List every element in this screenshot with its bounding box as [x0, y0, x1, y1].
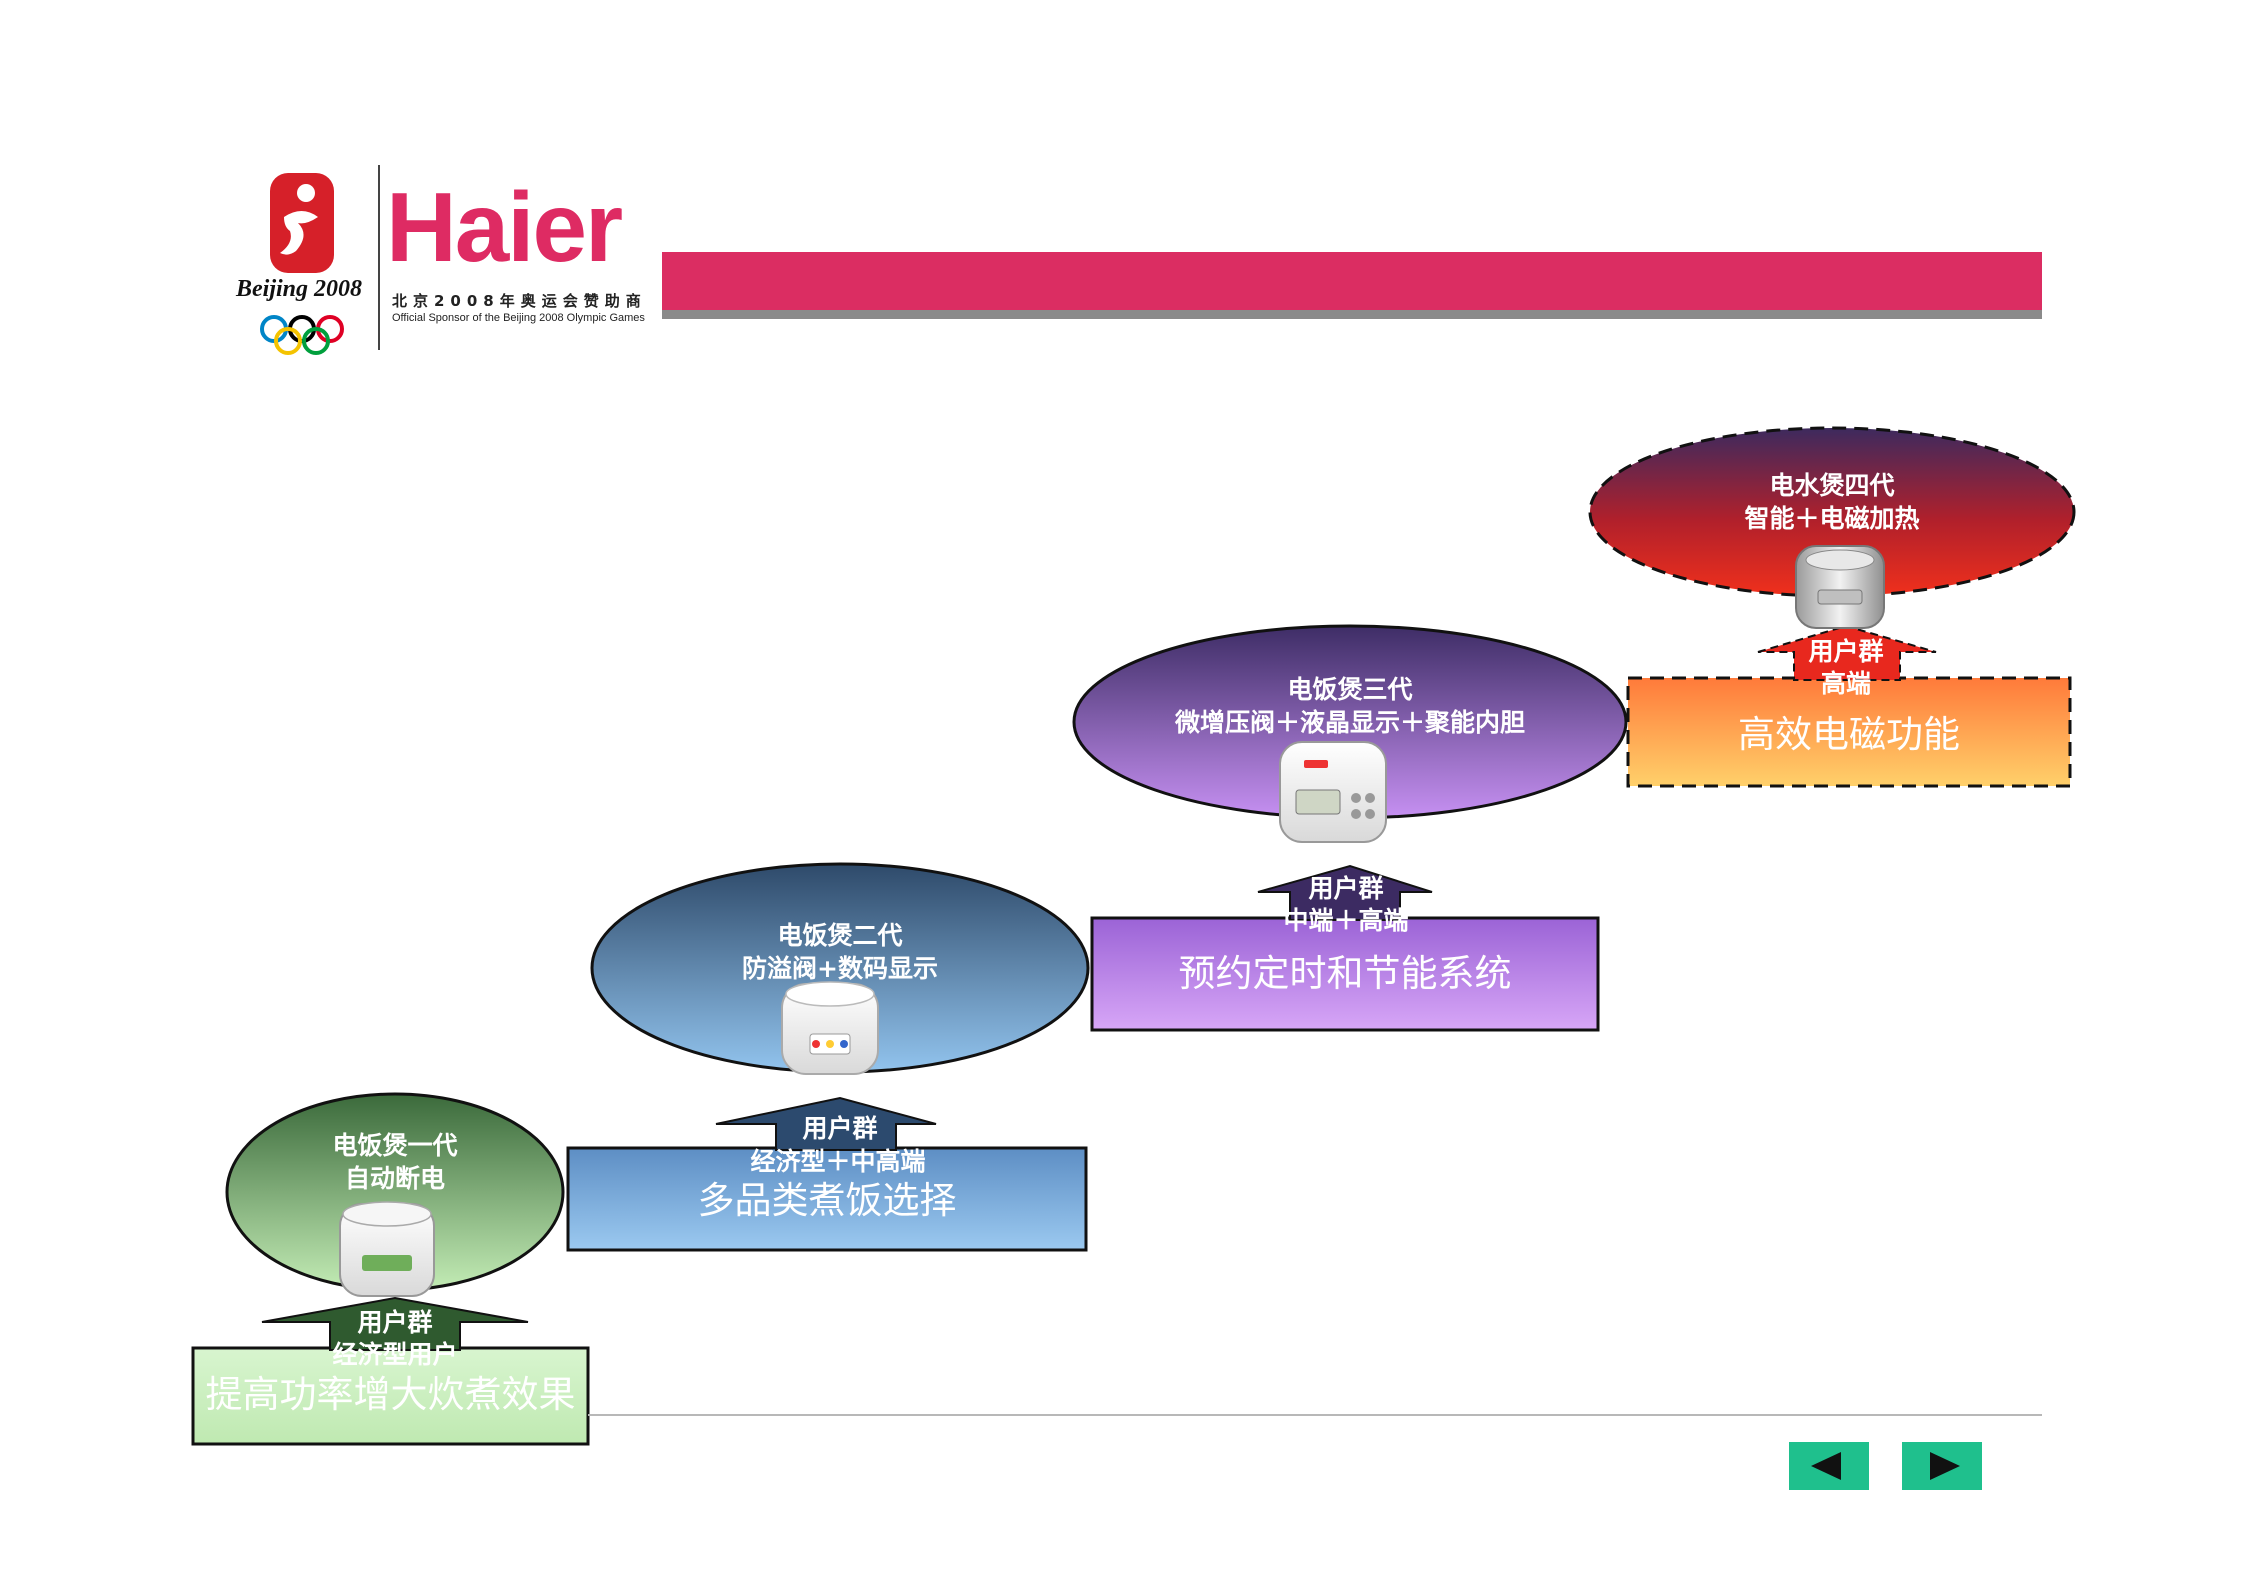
stage-1-feature: 提高功率增大炊煮效果 [205, 1373, 576, 1416]
stage-2-users: 经济型＋中高端 [750, 1147, 926, 1176]
stage-2-up-arrow [715, 1096, 937, 1151]
beijing-2008-wordmark: Beijing 2008 [236, 276, 363, 302]
stage-1-feature-box [191, 1346, 590, 1446]
stage-4-title: 电水煲四代 [1769, 471, 1895, 500]
stage-3-feature: 预约定时和节能系统 [1178, 952, 1512, 995]
stage-4-group [1588, 426, 2076, 788]
stage-4-users: 高端 [1820, 669, 1871, 698]
stage-2-arrow-label: 用户群 [802, 1114, 878, 1143]
stage-3-title: 电饭煲三代 [1287, 675, 1413, 704]
stage-3-group [1072, 624, 1628, 1032]
stage-1-subtitle: 自动断电 [344, 1164, 445, 1193]
stage-3-subtitle: 微增压阀＋液晶显示＋聚能内胆 [1174, 708, 1525, 737]
stage-2-feature-box [566, 1146, 1088, 1252]
stage-1-arrow-label: 用户群 [357, 1308, 433, 1337]
triangle-left-icon [1811, 1452, 1841, 1480]
olympic-logo [236, 165, 366, 355]
haier-logo: Haier [386, 172, 623, 282]
triangle-right-icon [1930, 1452, 1960, 1480]
stage-2-title: 电饭煲二代 [777, 921, 903, 950]
sponsor-en-text: Official Sponsor of the Beijing 2008 Oly… [392, 312, 645, 324]
rice-cooker-1-icon [339, 1201, 435, 1297]
stage-1-up-arrow [261, 1296, 529, 1351]
header-bar [662, 252, 2042, 310]
kettle-4-icon [1795, 545, 1885, 629]
logo-divider [378, 165, 380, 350]
stage-4-subtitle: 智能＋电磁加热 [1744, 504, 1920, 533]
stage-4-feature: 高效电磁功能 [1738, 713, 1960, 756]
footer-divider [588, 1414, 2042, 1416]
header-bar-shadow [662, 310, 2042, 319]
stage-3-users: 中端＋高端 [1283, 906, 1409, 935]
stage-4-up-arrow [1757, 624, 1937, 681]
stage-4-arrow-label: 用户群 [1808, 637, 1884, 666]
stage-2-subtitle: 防溢阀+数码显示 [742, 954, 938, 983]
olympic-emblem-icon [260, 173, 344, 355]
stage-2-group [566, 862, 1090, 1252]
stage-3-feature-box [1090, 916, 1600, 1032]
next-slide-button[interactable] [1902, 1442, 1982, 1490]
stage-1-group [191, 1092, 590, 1446]
prev-slide-button[interactable] [1789, 1442, 1869, 1490]
stage-1-title: 电饭煲一代 [332, 1131, 458, 1160]
stage-2-feature: 多品类煮饭选择 [697, 1179, 957, 1222]
stage-3-up-arrow [1257, 864, 1433, 921]
stage-3-arrow-label: 用户群 [1308, 874, 1384, 903]
rice-cooker-3-icon [1279, 741, 1387, 843]
rice-cooker-2-icon [781, 981, 879, 1075]
stage-1-users: 经济型用户 [332, 1340, 458, 1369]
sponsor-cn-text: 北京2008年奥运会赞助商 [392, 292, 647, 310]
